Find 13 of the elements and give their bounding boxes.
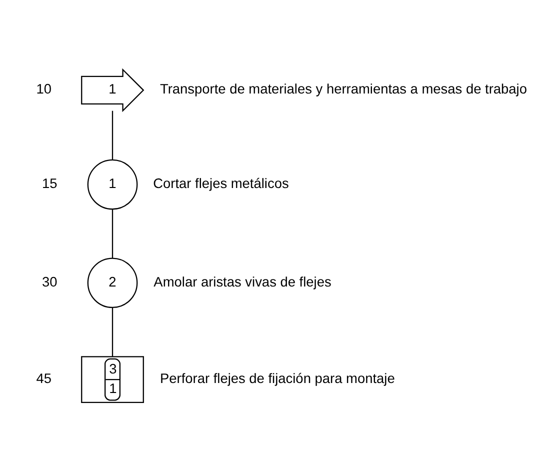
node-circle: 2 <box>87 258 138 308</box>
node-label: Transporte de materiales y herramientas a mesas de trabajo <box>160 82 528 97</box>
node-label: 30 <box>42 274 58 290</box>
node-label: Perforar flejes de fijación para montaje <box>160 371 395 386</box>
connector <box>112 110 114 160</box>
connector <box>112 209 114 258</box>
node-label: Cortar flejes metálicos <box>153 176 289 192</box>
node-label: 15 <box>42 176 58 192</box>
node-label: 10 <box>36 82 52 97</box>
connector <box>112 308 114 357</box>
node-circle: 1 <box>87 159 138 210</box>
node-label: Amolar aristas vivas de flejes <box>154 274 332 290</box>
node-label: 45 <box>36 371 52 386</box>
